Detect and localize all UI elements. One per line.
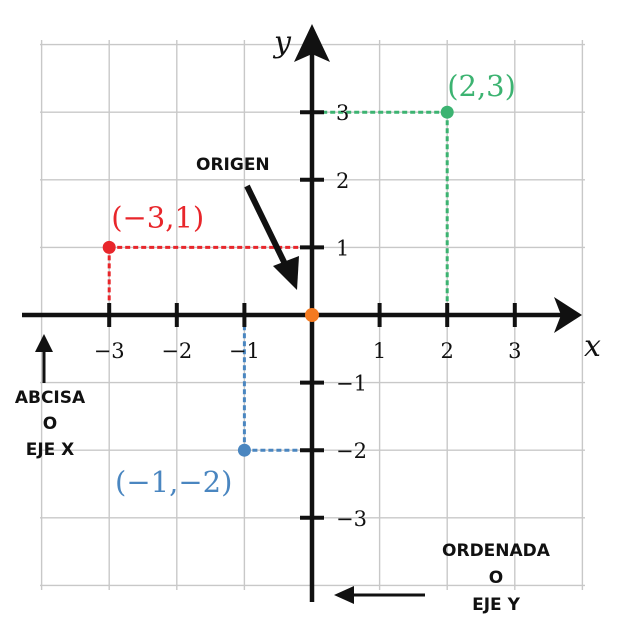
x-axis-name: x [584,329,601,364]
x-tick-label: 1 [373,339,386,363]
y-axis-arrow-icon [294,24,330,62]
point-marker [237,443,251,457]
y-tick-label: −1 [336,372,367,396]
y-tick-label: 2 [336,169,349,193]
axis-ticks [107,110,517,520]
y-tick-label: −3 [336,507,367,531]
projection-guides [107,110,449,452]
ordinate-line-3: EJE Y [472,595,520,615]
point-marker [440,105,454,119]
point-marker [102,240,116,254]
x-tick-label: 2 [441,339,454,363]
x-tick-label: −2 [161,339,192,363]
y-tick-label: 1 [336,236,349,260]
y-axis-name: y [272,25,292,60]
origin-label: ORIGEN [196,155,270,175]
origin-arrow-icon [244,184,299,290]
point-label: (−3,1) [111,200,204,234]
abscissa-line-2: O [43,414,57,434]
ordinate-line-1: ORDENADA [442,541,551,561]
y-tick-label: 3 [336,101,349,125]
abscissa-line-1: ABCISA [15,388,86,408]
point-label: (−1,−2) [115,465,232,499]
plotted-points: (2,3) (−3,1) (−1,−2) [102,69,516,499]
origin-marker [305,308,319,322]
point-label: (2,3) [447,69,516,103]
abscissa-line-3: EJE X [26,440,75,460]
x-tick-label: 3 [508,339,521,363]
x-tick-label: −1 [229,339,260,363]
y-tick-label: −2 [336,439,367,463]
ordinate-arrow-icon [334,586,425,604]
x-axis-arrow-icon [554,297,582,333]
x-tick-label: −3 [94,339,125,363]
ordinate-line-2: O [489,568,503,588]
abscissa-arrow-icon [35,334,53,383]
